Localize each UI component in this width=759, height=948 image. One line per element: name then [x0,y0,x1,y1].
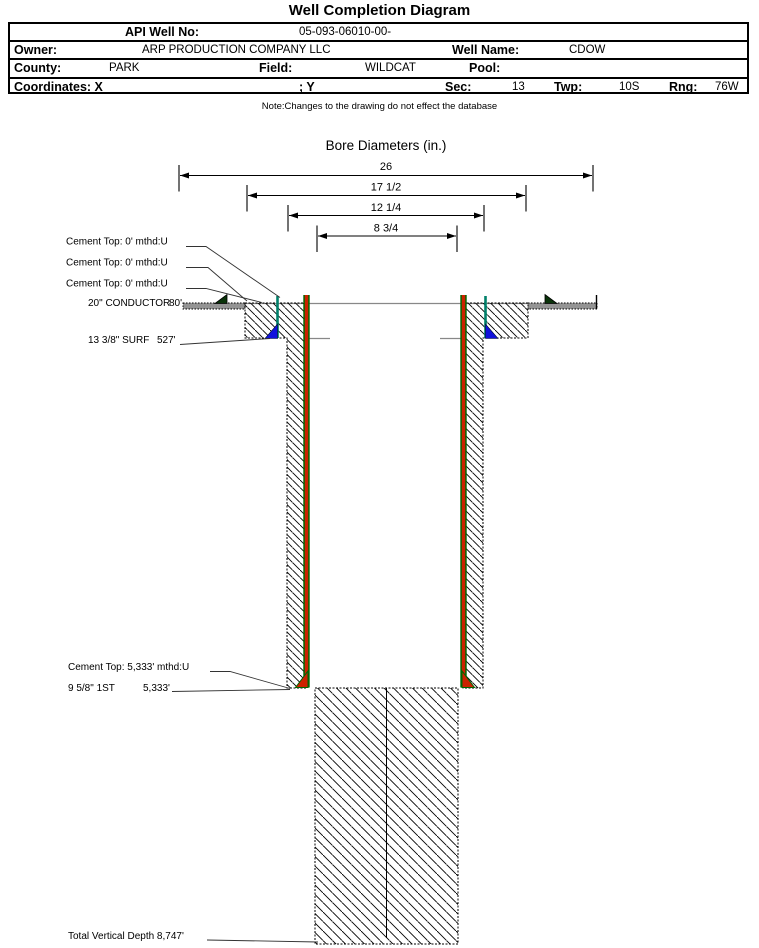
coordinates-y-label: ; Y [299,79,315,94]
dim-17-1-2: 17 1/2 [246,182,527,212]
owner-value: ARP PRODUCTION COMPANY LLC [142,44,331,57]
dim-label-12-1-4: 12 1/4 [371,202,402,214]
cement-top-label-4: Cement Top: 5,333' mthd:U [68,662,189,673]
table-row-county: County: PARK Field: WILDCAT Pool: [10,60,747,79]
database-note: Note:Changes to the drawing do not effec… [261,101,498,112]
well-name-label: Well Name: [452,43,520,58]
rng-value: 76W [715,80,739,93]
well-header-table: API Well No: 05-093-06010-00- Owner: ARP… [8,22,749,94]
surface-casing-depth: 527' [157,335,176,346]
sec-value: 13 [512,80,525,93]
dim-label-8-3-4: 8 3/4 [374,223,398,235]
bore-diameters: Bore Diameters (in.) 26 17 1/2 1 [178,138,594,252]
conductor-shoe-right [544,293,559,304]
dim-12-1-4: 12 1/4 [287,202,485,232]
dim-8-3-4: 8 3/4 [316,223,458,252]
dim-label-26: 26 [380,161,392,173]
production-casing-label: 9 5/8" 1ST [68,683,115,694]
annotation-leaders [171,246,319,943]
county-value: PARK [109,62,140,75]
production-casing-string [294,295,476,688]
sec-label: Sec: [445,79,472,94]
page-title: Well Completion Diagram [288,2,471,19]
conductor-depth: 80' [169,298,182,309]
pool-label: Pool: [469,61,501,76]
dim-label-17-1-2: 17 1/2 [371,182,402,194]
annotation-labels: Cement Top: 0' mthd:U Cement Top: 0' mth… [66,237,189,943]
cement-top-label-3: Cement Top: 0' mthd:U [66,279,168,290]
conductor-shoe-left [213,293,228,304]
dim-26: 26 [178,161,594,192]
surface-casing-string [264,296,499,339]
table-row-coordinates: Coordinates: X ; Y Sec: 13 Twp: 10S Rng:… [10,79,747,95]
conductor-shoes [213,293,559,304]
api-label: API Well No: [125,25,200,39]
production-casing-shoe-right [461,669,476,688]
twp-value: 10S [619,80,640,93]
borehole-hatch [244,302,529,945]
conductor-hole-strip [182,295,598,310]
coordinates-label: Coordinates: X [14,79,103,94]
twp-label: Twp: [554,79,583,94]
right-annulus-hatch [462,302,529,689]
county-label: County: [14,61,62,76]
rng-label: Rng: [669,79,698,94]
cement-top-label-1: Cement Top: 0' mthd:U [66,237,168,248]
production-casing-shoe-left [294,669,309,688]
production-casing-depth: 5,333' [143,683,170,694]
surface-casing-shoe-left [264,323,278,339]
table-row-owner: Owner: ARP PRODUCTION COMPANY LLC Well N… [10,42,747,61]
well-name-value: CDOW [569,44,606,57]
owner-label: Owner: [14,43,58,58]
api-value: 05-093-06010-00- [299,26,392,38]
field-value: WILDCAT [365,62,416,75]
tvd-label: Total Vertical Depth 8,747' [68,931,184,942]
surface-casing-shoe-right [485,323,499,339]
bore-diameters-title: Bore Diameters (in.) [326,138,447,153]
field-label: Field: [259,61,293,76]
cement-top-label-2: Cement Top: 0' mthd:U [66,258,168,269]
left-annulus-hatch [244,302,308,689]
conductor-label: 20" CONDUCTOR [88,298,170,309]
surface-casing-label: 13 3/8" SURF [88,335,149,346]
table-row-api: API Well No: 05-093-06010-00- [10,24,747,43]
